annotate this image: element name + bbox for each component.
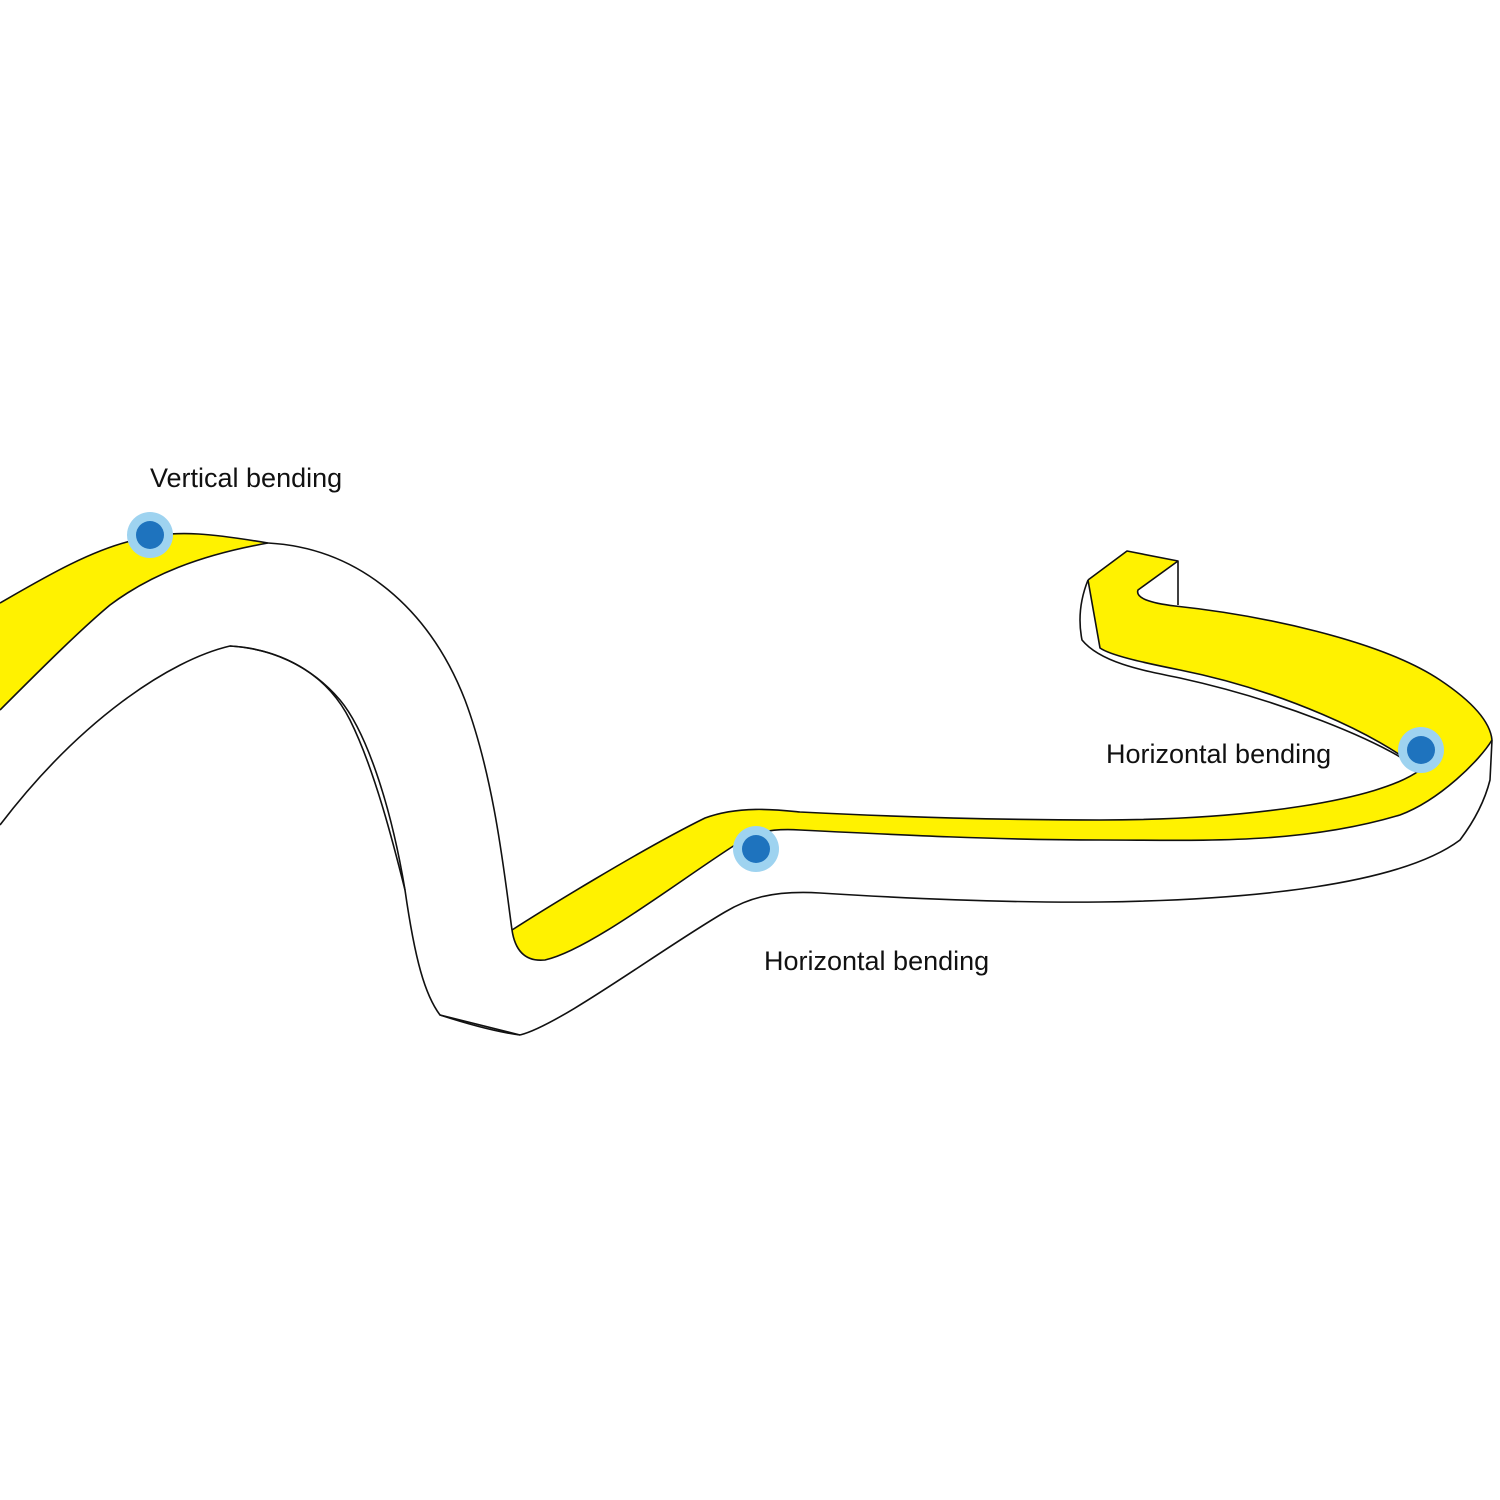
strip-side-face [0, 543, 523, 1035]
label-horizontal-bending-middle: Horizontal bending [764, 946, 990, 976]
strip-side-face [512, 740, 1492, 1035]
strip-top-face [0, 533, 268, 710]
marker-horizontal-bending-right [1398, 727, 1444, 773]
label-vertical-bending: Vertical bending [150, 463, 343, 493]
marker-vertical-bending [127, 512, 173, 558]
label-horizontal-bending-right: Horizontal bending [1106, 739, 1332, 769]
strip-side-face [1080, 580, 1420, 770]
marker-horizontal-bending-middle [733, 826, 779, 872]
strip-top-face [512, 551, 1492, 961]
strip-outline [0, 532, 1493, 1036]
